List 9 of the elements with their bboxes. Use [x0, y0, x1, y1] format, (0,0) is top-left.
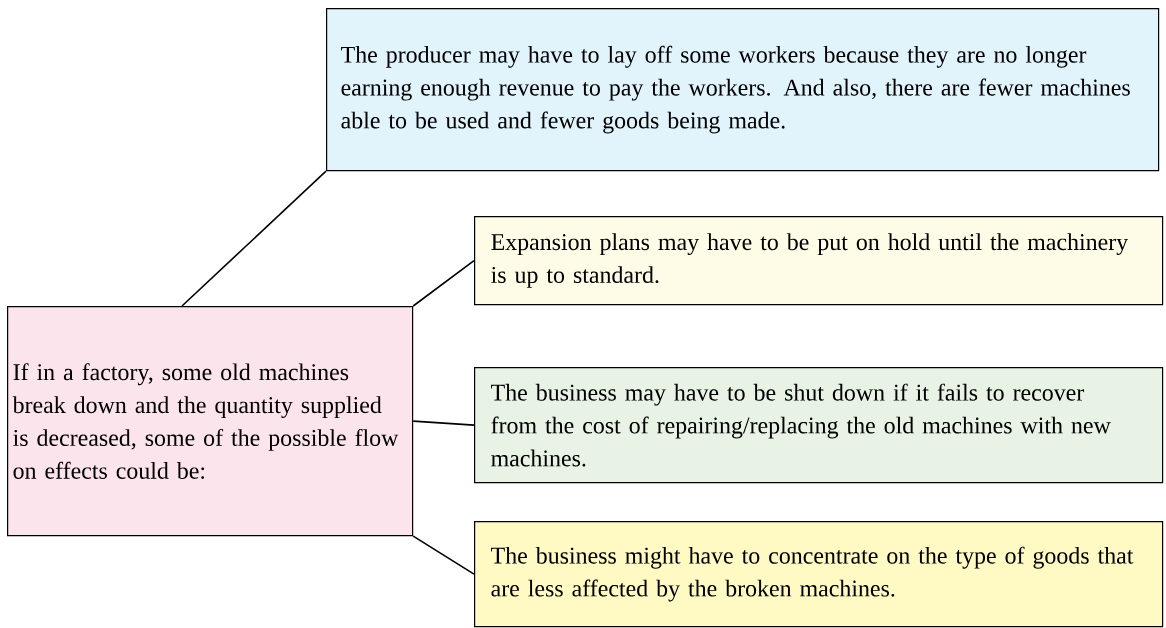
connector-line [412, 535, 475, 575]
text-box: Expansion plans may have to be put on hold until the machinery is up to standard. [474, 216, 1164, 306]
connector-line [412, 259, 475, 307]
text-box: If in a factory, some old machines break down and the quantity supplied is decreased, some of the possible flow on effects could be: [7, 306, 414, 537]
connector-line [412, 420, 475, 426]
text-box: The business may have to be shut down if it fails to recover from the cost of repairing/replacing the old machines with new machines. [474, 367, 1164, 484]
text-box: The business might have to concentrate on the type of goods that are less affected by the broken machines. [474, 521, 1164, 628]
connector-line [181, 170, 327, 307]
text-box: The producer may have to lay off some workers because they are no longer earning enough revenue to pay the workers. And also, there are fewer machines able to be used and fewer goods being made. [326, 8, 1160, 172]
